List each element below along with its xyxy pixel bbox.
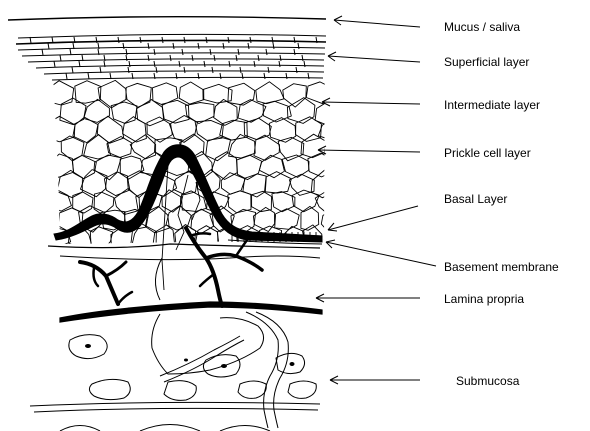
epithelial-cell bbox=[46, 154, 74, 177]
epithelial-cell bbox=[104, 172, 129, 196]
bottom-edge-structures bbox=[60, 425, 270, 431]
epithelial-cell bbox=[179, 82, 204, 104]
superficial-cell-borders bbox=[30, 37, 317, 79]
epithelial-cell bbox=[90, 227, 112, 251]
epithelial-cell bbox=[318, 119, 347, 140]
epithelial-cell bbox=[282, 155, 309, 177]
epithelial-cell bbox=[84, 135, 111, 159]
label-superficial-layer: Superficial layer bbox=[444, 55, 529, 69]
label-basal-layer: Basal Layer bbox=[444, 192, 507, 206]
arrow-superficial bbox=[328, 52, 420, 62]
epithelial-cell bbox=[130, 135, 155, 159]
submucosa-cell-5 bbox=[164, 381, 196, 401]
epithelial-cell bbox=[324, 134, 348, 159]
epithelial-cell bbox=[272, 192, 295, 212]
submucosa-boundary bbox=[60, 302, 322, 322]
epithelial-cell bbox=[228, 191, 251, 213]
mucus-layer-line bbox=[8, 17, 326, 20]
submucosa-cell-7 bbox=[288, 381, 316, 398]
epithelial-cell bbox=[120, 156, 144, 179]
epithelial-cell bbox=[46, 190, 72, 211]
epithelial-cell bbox=[220, 120, 248, 140]
epithelial-cell bbox=[153, 83, 178, 105]
lamina-propria-vessels bbox=[80, 228, 262, 306]
label-basement-membrane: Basement membrane bbox=[444, 260, 559, 274]
epithelial-cell bbox=[275, 209, 300, 230]
arrow-lamina bbox=[316, 294, 420, 302]
epithelial-cell bbox=[47, 81, 74, 105]
submucosa-nuclei bbox=[85, 344, 295, 368]
epithelial-cell bbox=[315, 190, 339, 215]
epithelial-cell bbox=[306, 82, 332, 104]
submucosa-structures bbox=[30, 312, 320, 428]
epithelial-cell bbox=[60, 98, 86, 125]
label-arrows bbox=[316, 16, 436, 384]
epithelial-cell bbox=[237, 155, 262, 179]
label-lamina-propria: Lamina propria bbox=[444, 292, 524, 306]
basement-membrane-line bbox=[48, 244, 320, 248]
epithelial-cell bbox=[269, 118, 296, 143]
papilla-core bbox=[162, 165, 200, 290]
arrow-intermediate bbox=[322, 98, 420, 106]
label-prickle-cell-layer: Prickle cell layer bbox=[444, 146, 531, 160]
arrow-submucosa bbox=[330, 376, 420, 384]
epithelial-cell bbox=[72, 155, 96, 178]
arrow-prickle bbox=[318, 146, 420, 154]
epithelial-cell bbox=[301, 134, 326, 158]
label-intermediate-layer: Intermediate layer bbox=[444, 98, 540, 112]
superficial-layer bbox=[16, 34, 326, 80]
epithelial-cell bbox=[256, 82, 284, 104]
arrow-mucus bbox=[334, 16, 420, 27]
arrow-basement bbox=[326, 240, 436, 266]
epithelial-cell bbox=[98, 80, 127, 107]
epithelial-cell bbox=[238, 100, 266, 123]
label-mucus-saliva: Mucus / saliva bbox=[444, 20, 520, 34]
label-submucosa: Submucosa bbox=[456, 374, 519, 388]
lamina-propria-structures bbox=[60, 256, 320, 300]
arrow-basal bbox=[328, 206, 418, 231]
submucosa-cell-4 bbox=[89, 379, 130, 399]
submucosa-cell-6 bbox=[238, 381, 266, 398]
epithelial-cell bbox=[263, 101, 291, 122]
